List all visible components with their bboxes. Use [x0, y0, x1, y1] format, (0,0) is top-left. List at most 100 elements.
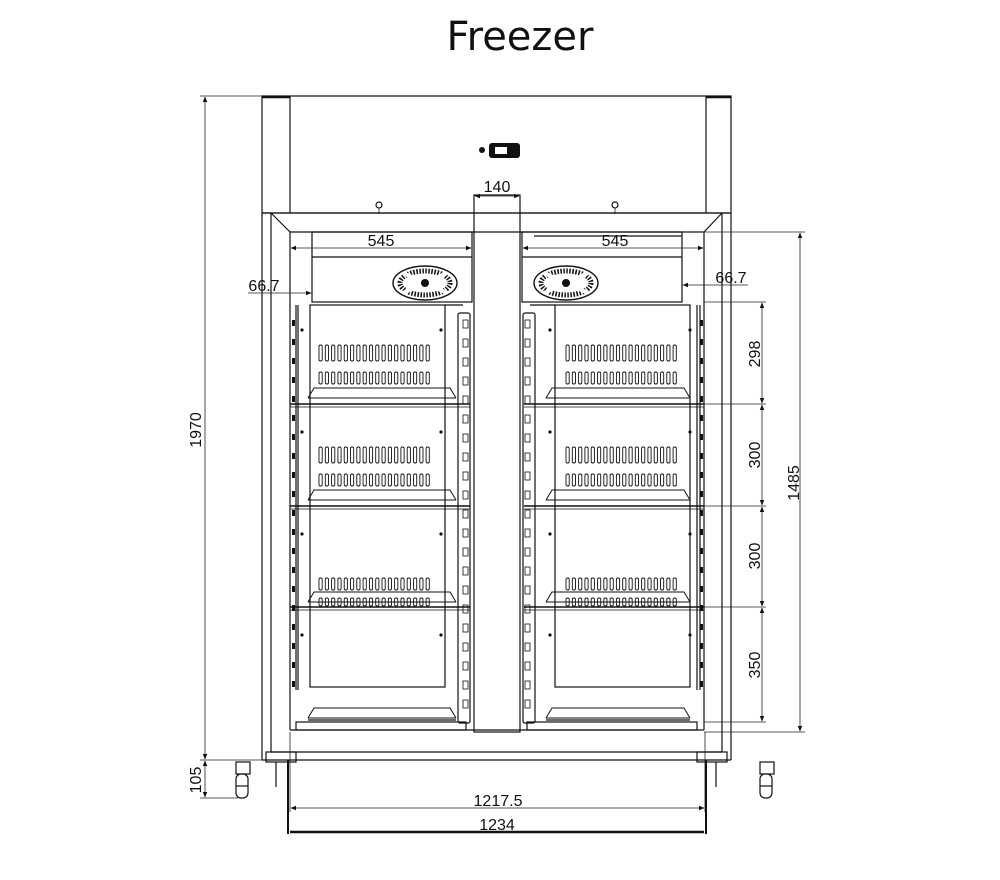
- shelf-lip: [545, 387, 691, 399]
- rail-hole: [292, 529, 295, 535]
- rail-hole: [292, 415, 295, 421]
- vent-slot: [331, 446, 336, 464]
- vent-slot: [406, 473, 411, 487]
- vent-slot: [571, 597, 576, 607]
- vent-slot: [615, 473, 621, 487]
- vent-slot: [622, 446, 627, 464]
- vent-slot: [324, 446, 329, 464]
- vent-slot: [647, 446, 652, 464]
- dim-foot-height: 105: [188, 767, 205, 794]
- vent-slot: [672, 473, 677, 487]
- dim-offset-left: 66.7: [248, 278, 279, 295]
- vent-slot: [368, 577, 374, 591]
- vent-slot: [331, 473, 336, 487]
- door-rail-hole: [524, 414, 531, 424]
- vent-slot: [362, 597, 367, 607]
- fan-left-icon: [392, 265, 458, 301]
- rail-hole: [292, 510, 295, 516]
- door-rail-hole: [524, 490, 531, 500]
- vent-slot: [350, 344, 355, 362]
- vent-slot: [597, 371, 602, 385]
- vent-slot: [400, 577, 405, 591]
- rail-hole: [292, 491, 295, 497]
- vent-slot: [337, 371, 342, 385]
- door-rail-hole: [462, 623, 469, 633]
- vent-slot: [381, 446, 386, 464]
- dim-shelf-spacing-4: 350: [747, 652, 764, 679]
- cabinet: [261, 95, 732, 761]
- vent-slot: [666, 446, 671, 464]
- dim-top-width-right: 545: [602, 233, 629, 250]
- vent-slot: [350, 597, 355, 607]
- door-rail-hole: [462, 338, 469, 348]
- vent-slot: [628, 577, 633, 591]
- vent-slot: [331, 597, 336, 607]
- vent-slot: [362, 344, 367, 362]
- vent-slot: [394, 473, 399, 487]
- dim-top-width-left: 545: [368, 233, 395, 250]
- panel-dot: [688, 328, 692, 332]
- vent-slot: [634, 577, 639, 591]
- vent-slot: [350, 446, 355, 464]
- drawing-title: Freezer: [447, 14, 594, 60]
- vent-slot: [634, 473, 639, 487]
- vent-slot: [425, 344, 430, 362]
- vent-slot: [641, 577, 646, 591]
- rail-hole: [292, 681, 295, 687]
- door-rail-hole: [524, 585, 531, 595]
- rail-hole: [700, 415, 703, 421]
- vent-slot: [578, 371, 583, 385]
- dimensions: 1970 105 1485 298 300 300 350 545 545 14…: [188, 95, 805, 834]
- rail-hole: [292, 434, 295, 440]
- vent-slot: [362, 473, 367, 487]
- dim-overall-width: 1234: [479, 817, 515, 834]
- door-rail-hole: [524, 528, 531, 538]
- dim-offset-right: 66.7: [715, 270, 746, 287]
- rail-hole: [292, 339, 295, 345]
- vent-slot: [615, 371, 621, 385]
- vent-slot: [641, 446, 646, 464]
- vent-slot: [368, 597, 374, 607]
- dim-inner-width: 1217.5: [474, 793, 523, 810]
- rail-hole: [700, 529, 703, 535]
- vent-slot: [603, 446, 608, 464]
- vent-slot: [400, 446, 405, 464]
- dim-total-height: 1970: [188, 412, 205, 448]
- vent-slot: [666, 597, 671, 607]
- vent-slot: [590, 446, 595, 464]
- vent-slot: [609, 597, 614, 607]
- vent-slot: [653, 446, 658, 464]
- vent-slot: [660, 371, 665, 385]
- vent-slot: [622, 344, 627, 362]
- vent-slot: [419, 446, 424, 464]
- shelf-lip: [545, 707, 691, 719]
- fan-right-icon: [533, 265, 599, 301]
- rail-hole: [292, 662, 295, 668]
- door-rail-hole: [524, 566, 531, 576]
- vent-slot: [672, 344, 677, 362]
- vent-slot: [597, 577, 602, 591]
- vent-slot: [647, 597, 652, 607]
- mullion: [473, 194, 521, 733]
- vent-slot: [603, 597, 608, 607]
- panel-dot: [439, 328, 443, 332]
- vent-slot: [318, 577, 323, 591]
- rail-hole: [700, 567, 703, 573]
- vent-slot: [628, 446, 633, 464]
- vent-slot: [400, 473, 405, 487]
- rail-hole: [700, 453, 703, 459]
- vent-slot: [387, 597, 392, 607]
- door-rail-hole: [462, 699, 469, 709]
- vent-slot: [368, 446, 374, 464]
- vent-slot: [413, 597, 418, 607]
- vent-slot: [394, 577, 399, 591]
- rail-hole: [700, 472, 703, 478]
- vent-slot: [609, 577, 614, 591]
- vent-slot: [387, 473, 392, 487]
- vent-slot: [387, 446, 392, 464]
- rail-hole: [700, 586, 703, 592]
- door-rail-hole: [462, 490, 469, 500]
- vent-slot: [419, 371, 424, 385]
- caster-left-icon: [235, 761, 251, 799]
- vent-slot: [584, 597, 589, 607]
